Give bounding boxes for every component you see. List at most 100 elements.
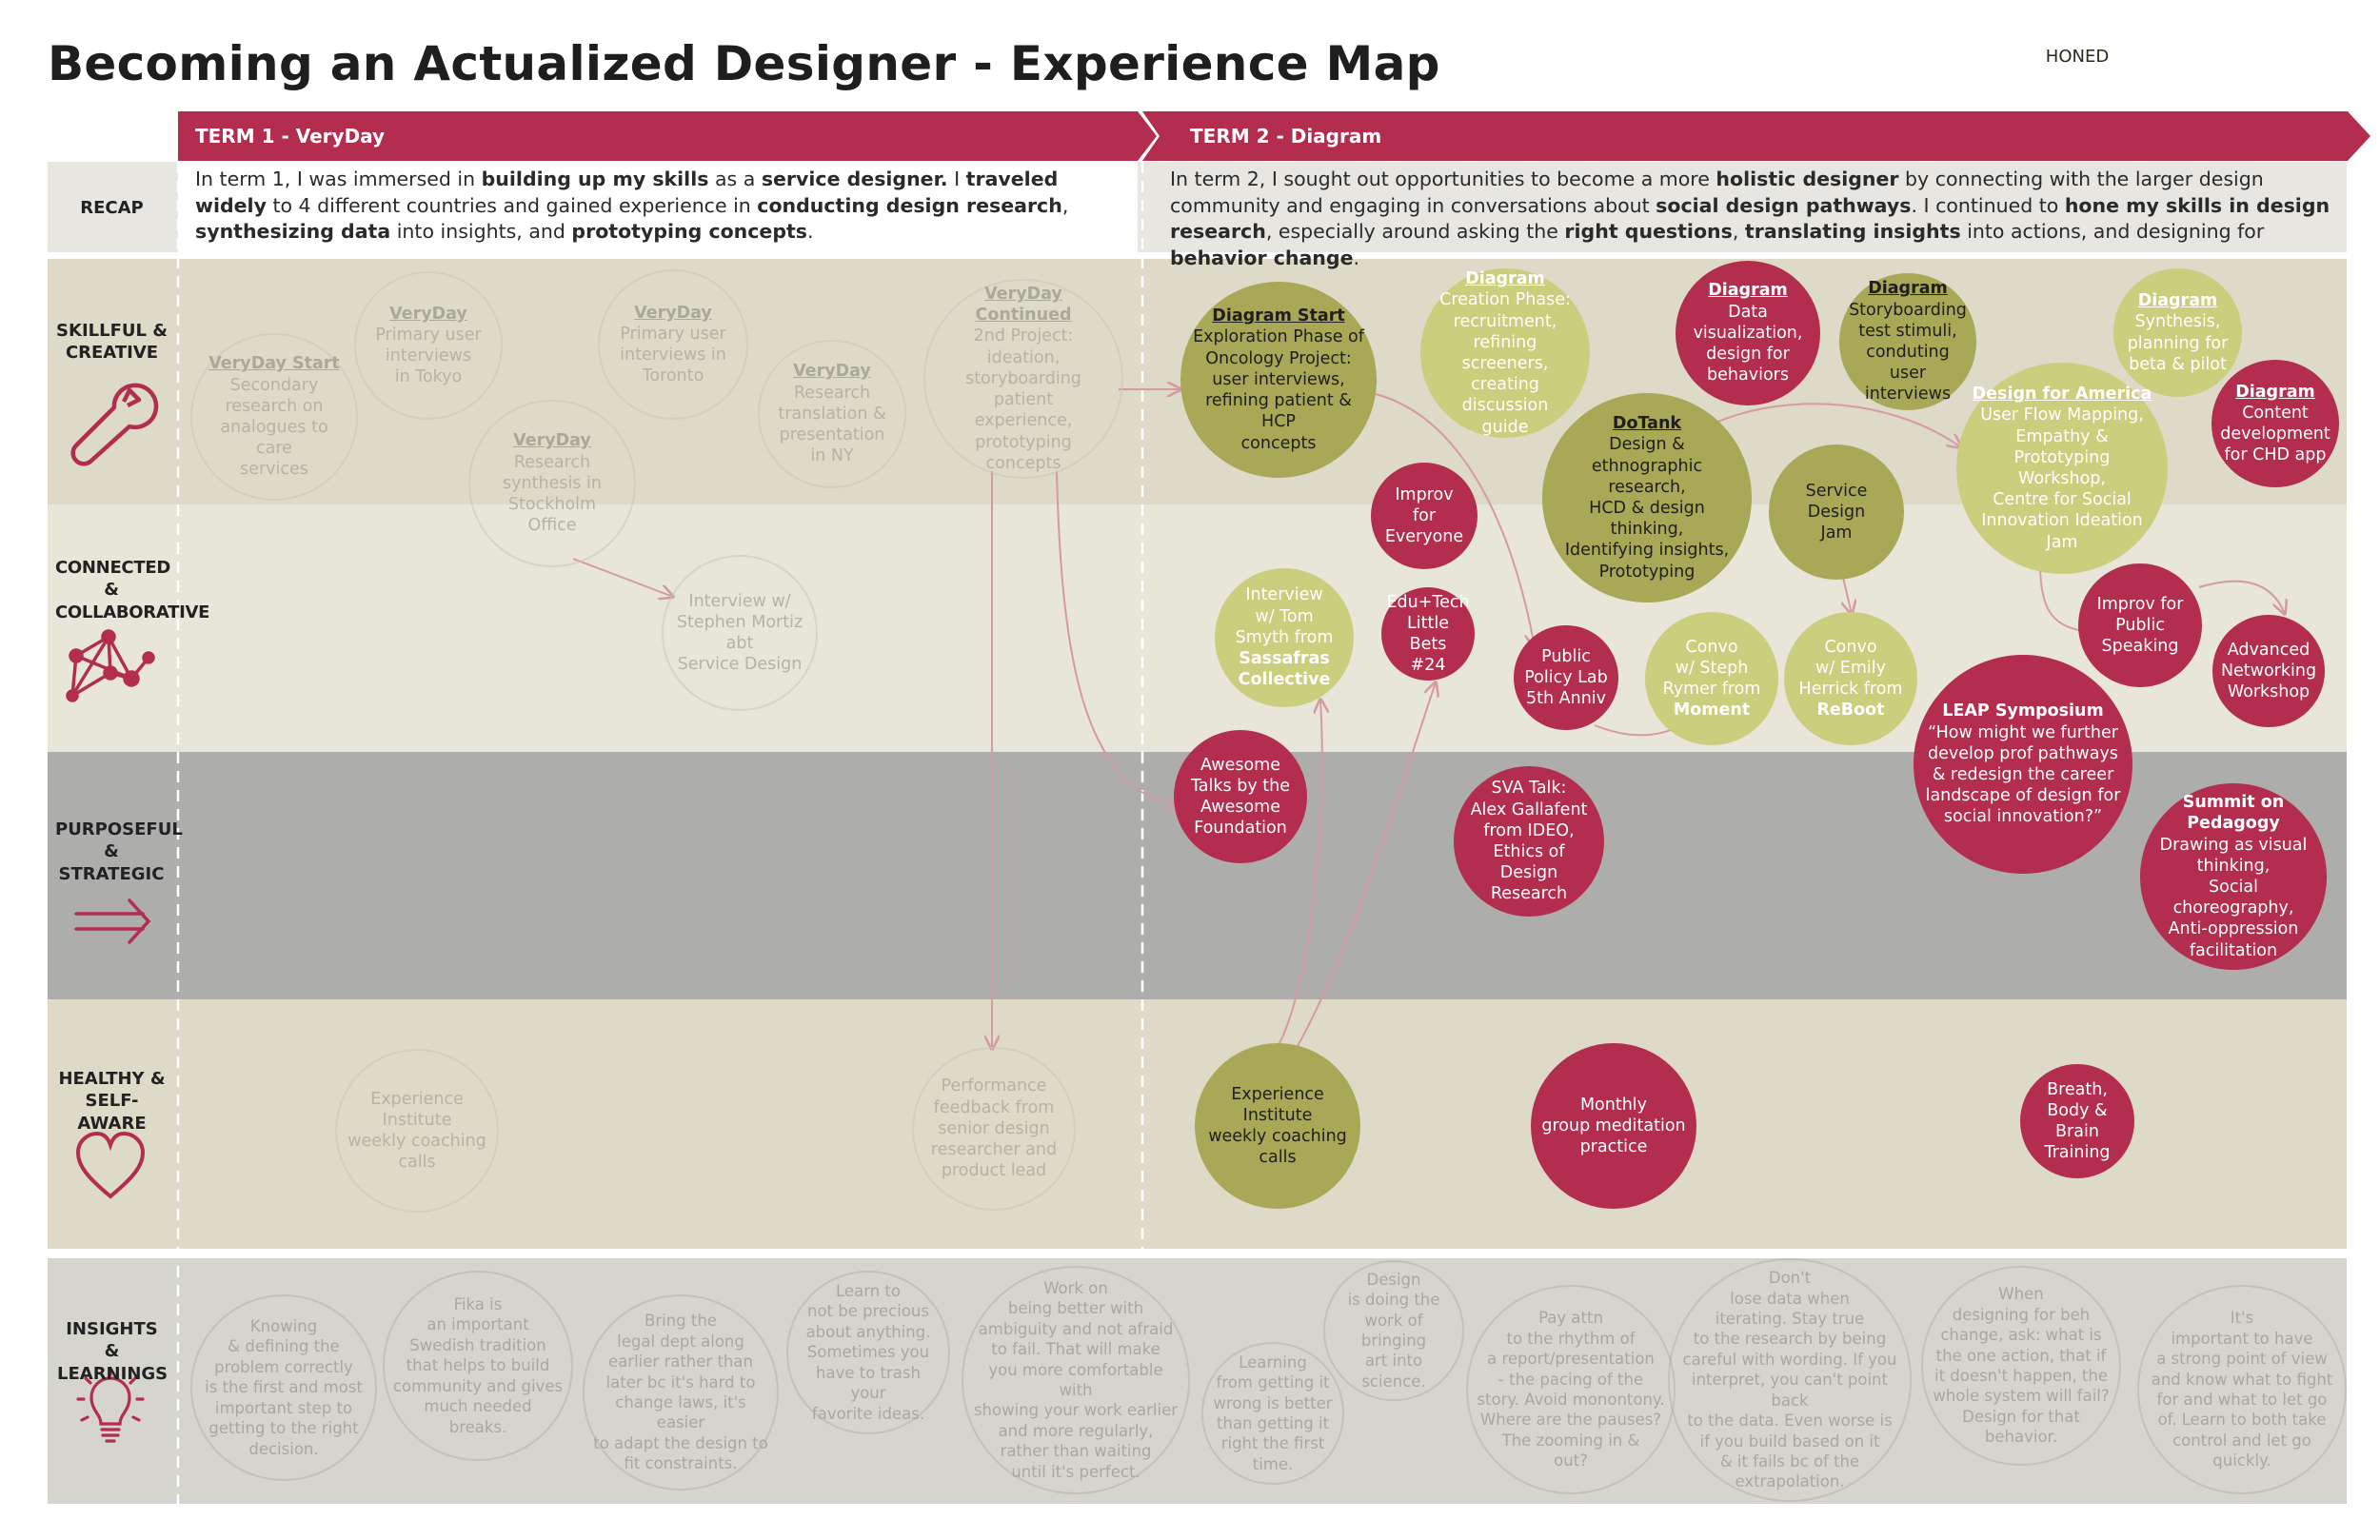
bubble-line: Awesome xyxy=(1200,798,1280,817)
insight-line: & it fails bc of the xyxy=(1719,1452,1860,1471)
bubble-line: product lead xyxy=(941,1161,1047,1181)
bubble-title: Diagram xyxy=(2137,291,2218,311)
bubble-line: develop prof pathways xyxy=(1928,743,2118,763)
insight-line: a strong point of view xyxy=(2156,1350,2328,1369)
bubble-line: concepts xyxy=(1240,433,1317,453)
insight-line: earlier rather than xyxy=(608,1352,753,1372)
bubble-line: creating discussion xyxy=(1461,375,1549,416)
legend-honed: HONED xyxy=(2030,10,2125,105)
bubble-bold-line: Sassafras xyxy=(1239,649,1330,669)
bubble-line: Jam xyxy=(1820,523,1853,543)
page-title: Becoming an Actualized Designer - Experi… xyxy=(48,36,1440,91)
bubble-line: Exploration Phase of xyxy=(1193,327,1364,347)
bubble-line: ethnographic research, xyxy=(1591,456,1703,497)
bubble-line: in NY xyxy=(810,446,854,466)
bubble-line: Content xyxy=(2242,403,2309,423)
bubble-title: Diagram xyxy=(1465,269,1545,289)
insight-line: of. Learn to both take xyxy=(2157,1411,2327,1430)
recap-term1: In term 1, I was immersed in building up… xyxy=(195,167,1123,246)
insight-line: Sometimes you xyxy=(806,1343,930,1362)
insight-line: Design xyxy=(1366,1270,1421,1289)
recap-segment: . I continued to xyxy=(1911,193,2065,217)
recap-segment: prototyping concepts xyxy=(571,220,808,244)
bubble-line: Institute xyxy=(1242,1105,1313,1125)
recap-segment: , xyxy=(1732,220,1745,244)
insight-line: Swedish tradition xyxy=(409,1335,546,1354)
bubble-line: Public xyxy=(1541,646,1591,666)
recap-term2: In term 2, I sought out opportunities to… xyxy=(1170,167,2336,272)
recap-segment: into actions, and designing for xyxy=(1960,220,2265,244)
insight-line: Where are the pauses? xyxy=(1479,1411,1662,1430)
bubble-line: Creation Phase: xyxy=(1439,290,1571,310)
bubble-line: guide xyxy=(1481,417,1529,437)
lightbulb-icon xyxy=(76,1367,145,1443)
insight-line: When xyxy=(1998,1285,2044,1304)
recap-segment: synthesizing data xyxy=(195,220,391,244)
insight-line: iterating. Stay true xyxy=(1715,1309,1865,1328)
bubble-line: Storyboarding xyxy=(1849,300,1967,320)
bubble-title: Design for America xyxy=(1972,385,2152,405)
bubble-line: translation & xyxy=(778,404,886,424)
insight-line: decision. xyxy=(248,1439,319,1458)
bubble-line: Data xyxy=(1728,302,1768,322)
recap-segment: , especially around asking the xyxy=(1265,220,1565,244)
bubble-line: presentation xyxy=(779,425,885,445)
bubble-line: Design xyxy=(1807,502,1866,522)
bubble-line: & redesign the career xyxy=(1932,765,2114,784)
insight-line: science. xyxy=(1361,1372,1426,1391)
wrench-icon xyxy=(70,383,159,466)
row-label-insights: INSIGHTS &LEARNINGS xyxy=(57,1319,169,1384)
insight-line: and more regularly, xyxy=(998,1421,1154,1440)
bubble-line: Workshop, xyxy=(2018,469,2106,488)
bubble-line: in Tokyo xyxy=(394,367,463,387)
insight-line: showing your work earlier xyxy=(973,1401,1179,1420)
insight-line: interpret, you can't point back xyxy=(1692,1371,1888,1410)
bubble-line: behaviors xyxy=(1707,365,1789,385)
bubble-line: weekly coaching xyxy=(1208,1127,1347,1146)
recap-segment: In term 2, I sought out opportunities to… xyxy=(1170,168,1716,190)
term1-banner-shape xyxy=(178,111,1157,161)
insight-line: behavior. xyxy=(1984,1428,2058,1447)
insight-line: problem correctly xyxy=(214,1357,353,1376)
bubble-line: Stockholm xyxy=(507,495,597,515)
bubble-line: from IDEO, xyxy=(1483,820,1575,840)
insight-line: important to have xyxy=(2171,1329,2313,1348)
insight-line: getting to the right xyxy=(208,1419,359,1438)
bubble-line: landscape of design for xyxy=(1925,786,2121,806)
bubble-line: SVA Talk: xyxy=(1491,779,1567,799)
bubble-line: w/ Emily xyxy=(1815,658,1886,678)
insight-line: much needed xyxy=(424,1397,532,1416)
insight-line: story. Avoid monontony. xyxy=(1477,1391,1665,1409)
bubble-line: weekly coaching xyxy=(347,1132,486,1151)
insight-line: Bring the xyxy=(645,1312,717,1331)
bubble-line: Breath, xyxy=(2047,1079,2108,1099)
bubble-line: Edu+Tech xyxy=(1386,592,1470,612)
bubble-line: w/ Steph xyxy=(1675,658,1749,678)
bubble-line: analogues to care xyxy=(220,418,328,459)
insight-line: important step to xyxy=(214,1398,353,1417)
insight-line: The zooming in & xyxy=(1501,1431,1640,1450)
row-label-purposeful: PURPOSEFUL&STRATEGIC xyxy=(55,819,183,884)
insight-line: whole system will fail? xyxy=(1933,1387,2110,1406)
bubble-line: for CHD app xyxy=(2224,445,2327,465)
insight-line: community and gives xyxy=(392,1376,564,1395)
